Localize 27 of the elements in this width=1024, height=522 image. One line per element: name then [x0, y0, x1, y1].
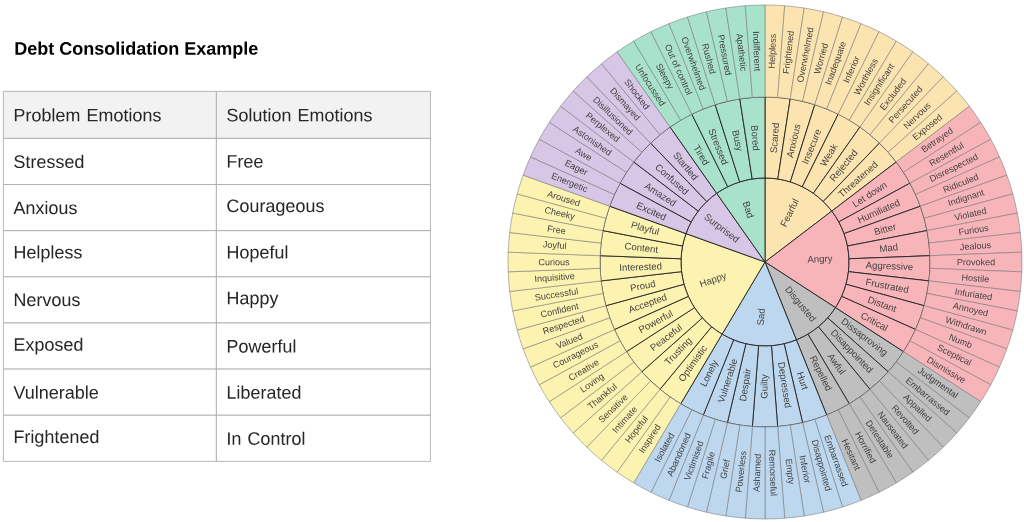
table-cell: Vulnerable [3, 368, 217, 416]
table-cell: In Control [216, 414, 431, 462]
outer-emotion-segment: Indifferent [745, 4, 766, 98]
outer-emotion-segment: Curious [507, 251, 601, 273]
table-cell: Hopeful [216, 230, 431, 278]
title: Debt Consolidation Example [15, 41, 258, 59]
table-header-cell: Solution Emotions [216, 91, 431, 139]
outer-emotion-segment: Remorseful [764, 426, 785, 520]
node-label: Provoked [957, 258, 995, 266]
node-label: Hostile [962, 274, 989, 283]
table-cell: Nervous [3, 276, 217, 324]
table-cell: Anxious [3, 184, 217, 232]
emotion-segment: Guilty [751, 345, 779, 428]
table-cell: Free [216, 138, 431, 185]
node-label: Jealous [960, 242, 991, 251]
node-label: Ashamed [753, 454, 761, 493]
table-cell: Liberated [216, 368, 431, 416]
table-cell: Courageous [216, 184, 431, 232]
table-cell: Stressed [3, 138, 217, 185]
node-label: Remorseful [768, 450, 778, 496]
table-cell: Helpless [3, 230, 217, 278]
outer-emotion-segment: Provoked [929, 251, 1023, 273]
table-cell: Happy [216, 276, 431, 324]
table-cell: Exposed [3, 322, 217, 370]
table-header-cell: Problem Emotions [3, 91, 217, 139]
table-cell: Powerful [216, 322, 431, 370]
table-cell: Frightened [3, 414, 217, 462]
